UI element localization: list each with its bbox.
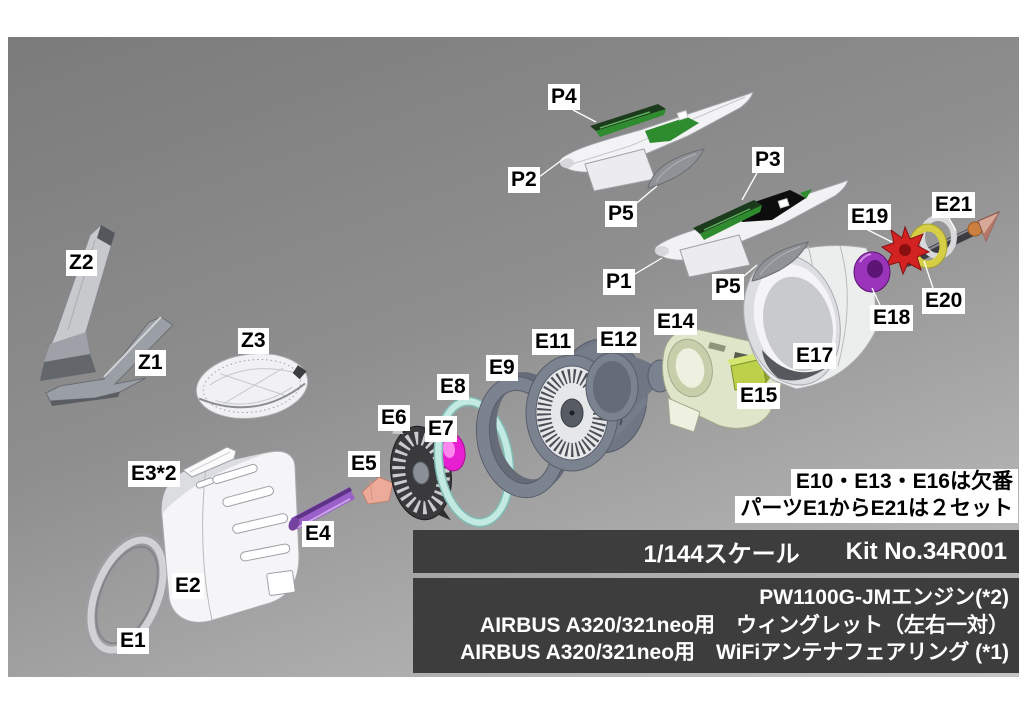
exploded-parts-artwork [39, 91, 1000, 657]
note-two-sets: パーツE1からE21は２セット [735, 495, 1018, 523]
leader-line-E21 [948, 217, 957, 232]
part-wifi-fairing-Z3 [195, 353, 309, 419]
part-aft-nacelle-E17 [743, 245, 877, 390]
kit-number-text: Kit No.34R001 [845, 537, 1007, 565]
part-spinner-E7 [438, 432, 466, 472]
scale-kit-bar: 1/144スケール Kit No.34R001 [413, 530, 1019, 573]
part-fan-cowl-E2 [161, 450, 300, 623]
part-ring-E8 [433, 396, 515, 528]
leader-line-P2 [538, 156, 567, 178]
part-winglet-lower-Z1 [45, 316, 174, 406]
part-shaft-E4 [288, 487, 356, 531]
part-intake-lip-E1 [85, 533, 169, 657]
leader-line-P5a [631, 185, 658, 208]
note-missing-numbers: E10・E13・E16は欠番 [790, 469, 1018, 496]
part-gear-E19 [880, 225, 931, 276]
part-strip-P3 [693, 200, 762, 240]
leader-line-P4 [572, 109, 597, 123]
leader-line-E20 [923, 260, 934, 289]
leader-lines [538, 109, 957, 306]
description-line-engine: PW1100G-JMエンジン(*2) [759, 585, 1009, 609]
leader-line-E19 [865, 228, 893, 243]
leader-line-E18 [871, 287, 881, 306]
notes-block: E10・E13・E16は欠番 パーツE1からE21は２セット [735, 469, 1018, 523]
part-fan-E6 [390, 420, 452, 521]
part-fin-P5a [647, 148, 705, 189]
kit-description-bar: PW1100G-JMエンジン(*2) AIRBUS A320/321neo用 ウ… [413, 578, 1019, 673]
part-fin-P5b [751, 241, 809, 282]
leader-line-P3 [741, 172, 758, 201]
part-cone-E5 [361, 476, 394, 505]
scale-text: 1/144スケール [643, 541, 800, 568]
part-strip-P4 [590, 104, 666, 137]
part-donut-E18 [853, 251, 891, 293]
part-winglet-upper-Z2 [39, 224, 116, 382]
description-line-winglet: AIRBUS A320/321neo用 ウィングレット（左右一対） [480, 613, 1009, 637]
description-line-wifi-fairing: AIRBUS A320/321neo用 WiFiアンテナフェアリング (*1) [460, 641, 1009, 665]
part-wedge-E3 [182, 446, 237, 478]
leader-line-P1 [629, 257, 663, 278]
